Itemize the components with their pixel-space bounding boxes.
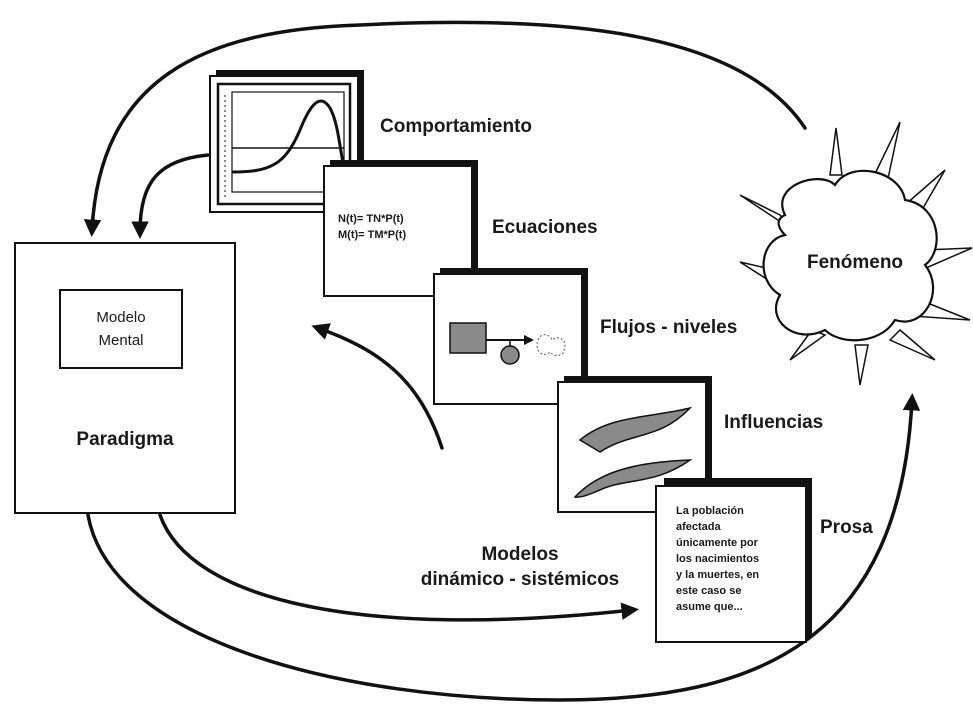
- outer-loop-arrow-bottom: [86, 393, 921, 702]
- valve-circle: [500, 345, 520, 365]
- prosa-card: La población afectada únicamente por los…: [655, 478, 812, 643]
- behavior-curve: [231, 99, 346, 174]
- prosa-line-3: únicamente por: [676, 537, 759, 549]
- paradigma-box: Modelo Mental Paradigma: [14, 242, 236, 514]
- prosa-line-2: afectada: [676, 521, 722, 533]
- fenomeno-label: Fenómeno: [807, 252, 903, 273]
- equation-2: M(t)= TM*P(t): [338, 229, 406, 241]
- prosa-line-1: La población: [676, 505, 744, 517]
- comportamiento-card: [209, 70, 364, 213]
- modelo-mental-label-2: Mental: [98, 332, 143, 349]
- modelos-label-1: Modelos: [481, 544, 558, 565]
- cloud-source: [536, 334, 566, 356]
- comportamiento-label: Comportamiento: [380, 116, 532, 137]
- prosa-line-7: asume que...: [676, 601, 743, 613]
- stock-box: [449, 322, 487, 354]
- prosa-line-4: los nacimientos: [676, 553, 759, 565]
- comportamiento-to-paradigma-arrow: [131, 153, 210, 239]
- ecuaciones-label: Ecuaciones: [492, 217, 598, 238]
- equation-1: N(t)= TN*P(t): [338, 213, 404, 225]
- influencias-label: Influencias: [724, 412, 823, 433]
- prosa-line-6: este caso se: [676, 585, 741, 597]
- prosa-line-5: y la muertes, en: [676, 569, 759, 581]
- modelo-mental-box: [59, 289, 183, 369]
- modelos-label-2: dinámico - sistémicos: [421, 569, 620, 590]
- models-ascend-arrow: [311, 323, 444, 450]
- prosa-label: Prosa: [820, 517, 873, 538]
- paradigma-to-prosa-arrow: [158, 513, 639, 622]
- outer-loop-arrow-top: [83, 20, 807, 237]
- paradigma-label: Paradigma: [76, 429, 174, 450]
- flujos-label: Flujos - niveles: [600, 317, 737, 338]
- modelo-mental-label-1: Modelo: [96, 309, 145, 326]
- fenomeno-cloud: Fenómeno: [739, 121, 973, 386]
